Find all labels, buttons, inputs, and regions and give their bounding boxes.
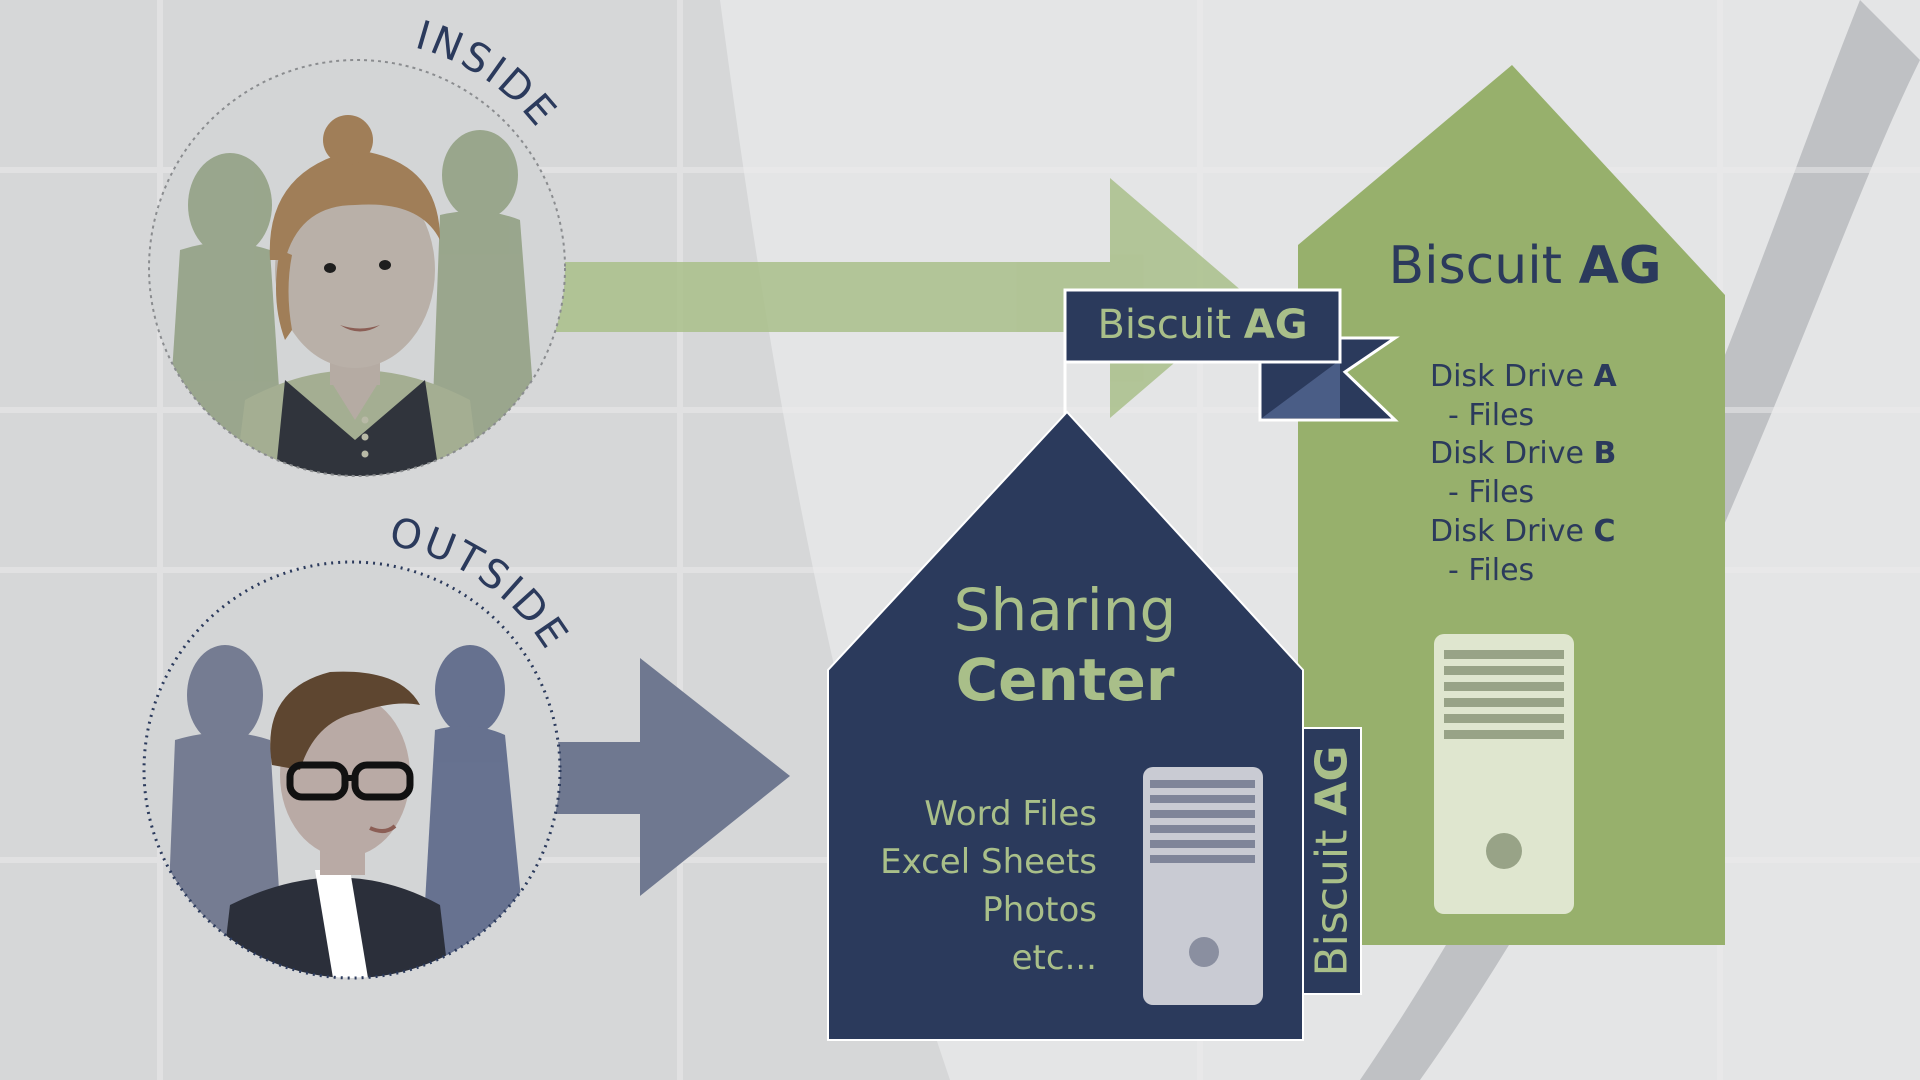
svg-text:INSIDE: INSIDE <box>411 12 566 136</box>
drive-b-name: Disk Drive <box>1430 436 1584 472</box>
content-item-photos: Photos <box>982 890 1097 930</box>
inside-circle <box>148 59 566 477</box>
svg-text:OUTSIDE: OUTSIDE <box>385 509 577 658</box>
drive-b-files: - Files <box>1448 475 1535 511</box>
company-house <box>1298 65 1725 945</box>
sharing-center-contents: Word Files Excel Sheets Photos etc... <box>840 790 1097 982</box>
sharing-center-title-line1: Sharing <box>953 576 1177 644</box>
side-tag-label: Biscuit AG <box>1307 745 1358 976</box>
content-item-etc: etc... <box>1011 938 1097 978</box>
flag-label-light: Biscuit <box>1097 302 1232 348</box>
drive-item-a: Disk Drive A <box>1430 358 1617 397</box>
content-item-excel: Excel Sheets <box>880 842 1097 882</box>
drive-a-files: - Files <box>1448 397 1535 433</box>
drive-a-letter: A <box>1593 359 1617 394</box>
company-title-bold: AG <box>1578 236 1662 296</box>
background-arc <box>1360 0 1920 1080</box>
outside-man <box>220 671 450 978</box>
flag-label: Biscuit AG <box>1065 295 1340 355</box>
drive-item-c: Disk Drive C <box>1430 513 1617 552</box>
drive-c-files: - Files <box>1448 552 1535 588</box>
side-tag-bold: AG <box>1306 745 1358 816</box>
company-title: Biscuit AG <box>1385 236 1665 296</box>
inside-woman <box>235 115 480 476</box>
drive-b-letter: B <box>1593 436 1617 472</box>
inside-label-text: INSIDE <box>411 12 563 136</box>
drive-a-name: Disk Drive <box>1430 359 1584 394</box>
sharing-center-server <box>1143 767 1263 1005</box>
content-item-word: Word Files <box>924 794 1097 834</box>
company-server <box>1434 634 1574 914</box>
sharing-center-title-line2: Center <box>955 646 1175 714</box>
company-title-light: Biscuit <box>1388 236 1563 296</box>
drive-c-letter: C <box>1593 513 1616 549</box>
side-tag <box>1302 727 1362 995</box>
drive-c-name: Disk Drive <box>1430 513 1584 549</box>
drive-item-b: Disk Drive B <box>1430 435 1617 474</box>
drive-list: Disk Drive A - Files Disk Drive B - File… <box>1430 358 1617 590</box>
side-tag-light: Biscuit <box>1306 829 1358 977</box>
flag <box>1063 288 1400 422</box>
flag-label-bold: AG <box>1243 302 1308 348</box>
outside-label-text: OUTSIDE <box>385 509 574 658</box>
sharing-center-title: Sharing Center <box>880 575 1250 715</box>
